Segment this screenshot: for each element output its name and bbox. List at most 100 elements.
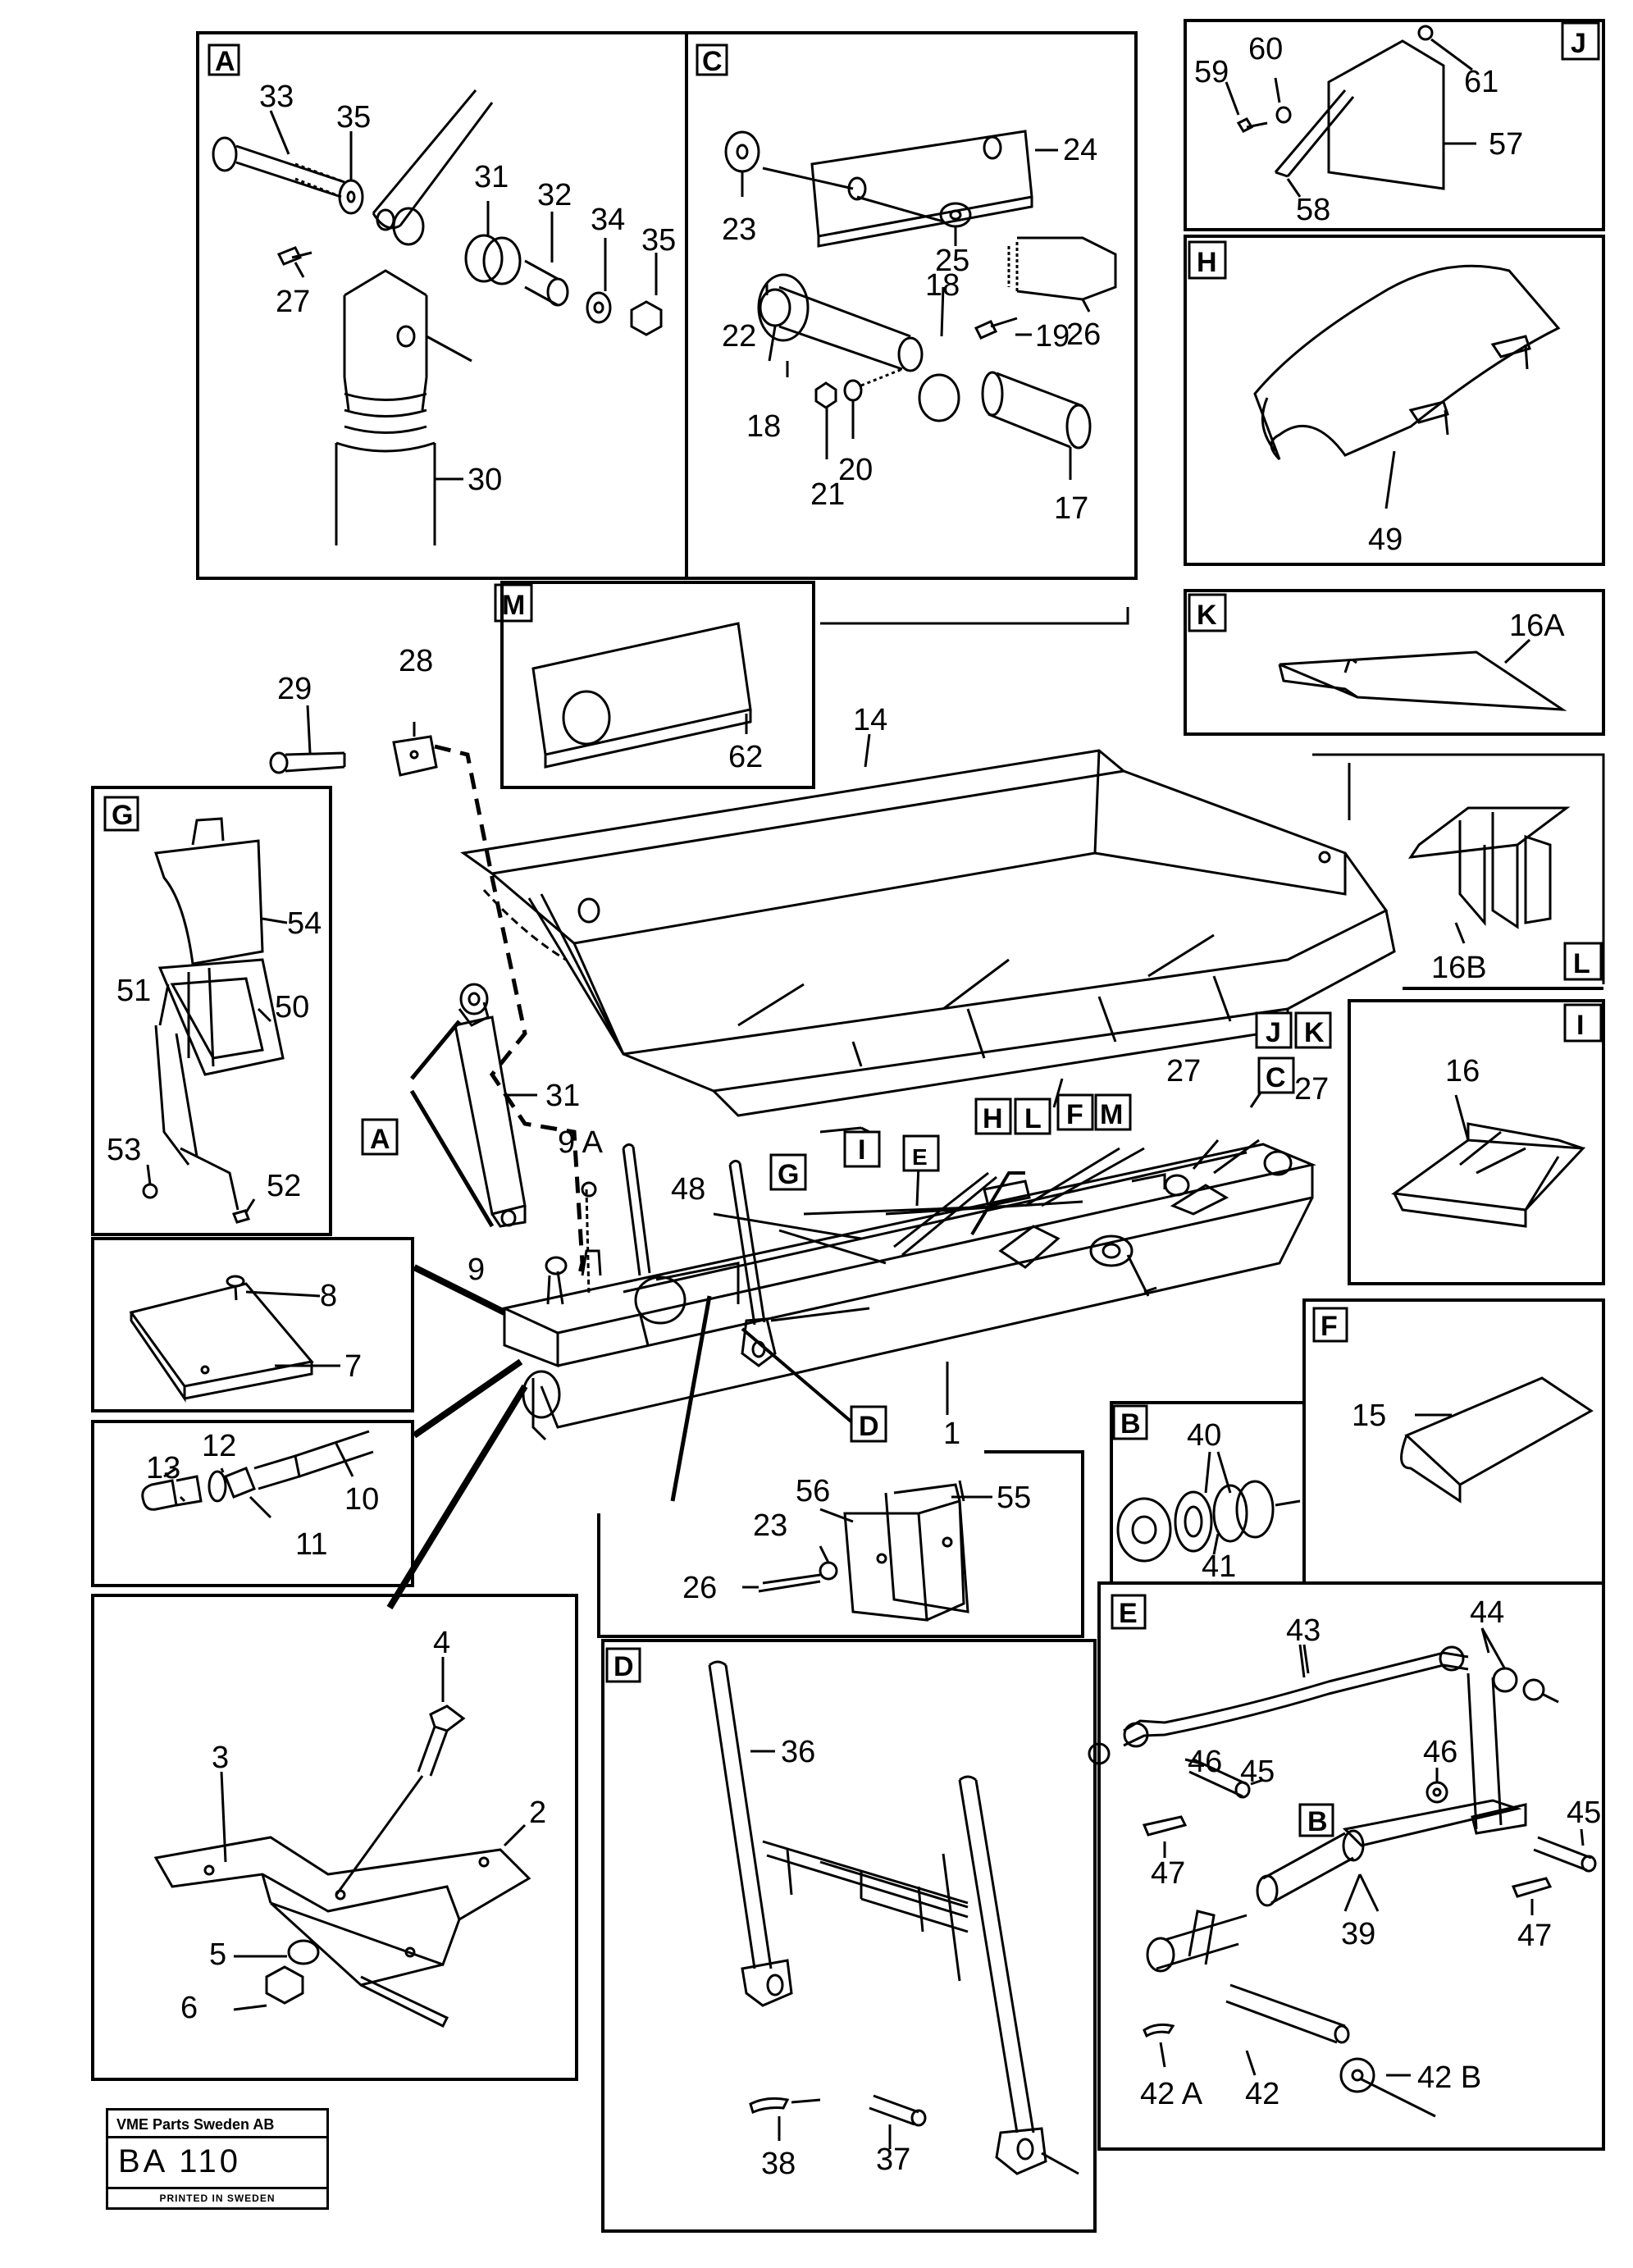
callout-j-57: 57 — [1489, 127, 1523, 162]
callout-g-53: 53 — [107, 1133, 141, 1167]
panel-j-label: J — [1571, 28, 1586, 59]
callout-g-52: 52 — [267, 1169, 301, 1203]
callout-e-42a: 42 A — [1140, 2077, 1203, 2111]
drawing-code: BA 110 — [118, 2143, 242, 2179]
panel-plates-55-56: 56 23 55 26 — [597, 1450, 1084, 1638]
callout-c-21: 21 — [810, 477, 845, 512]
panel-h-label: H — [1197, 247, 1217, 278]
callout-13: 13 — [146, 1451, 180, 1485]
callout-e-47b: 47 — [1517, 1919, 1552, 1953]
callout-j-58: 58 — [1296, 193, 1330, 227]
panel-m: M 62 — [494, 581, 1129, 789]
panel-e-flag-b: B — [1307, 1806, 1328, 1837]
flag-m: M — [1100, 1099, 1123, 1130]
panel-e: E 43 44 46 — [1088, 1581, 1605, 2151]
main-assembly: A C G E H L F M J K I D 29 28 14 31 9 A … — [269, 644, 1396, 1610]
flag-h: H — [983, 1103, 1003, 1134]
panel-c: C 24 23 25 26 — [685, 31, 1138, 580]
panel-g: G 54 51 50 53 52 — [91, 786, 332, 1236]
callout-i-16: 16 — [1445, 1054, 1480, 1088]
flag-i: I — [858, 1134, 865, 1166]
callout-f-15: 15 — [1352, 1399, 1386, 1433]
callout-55: 55 — [997, 1481, 1031, 1515]
callout-m-62: 62 — [728, 740, 763, 774]
title-block: VME Parts Sweden AB BA 110 PRINTED IN SW… — [106, 2108, 329, 2210]
callout-c-25: 25 — [935, 244, 969, 278]
panel-e-label: E — [1119, 1598, 1138, 1629]
flag-f: F — [1066, 1099, 1083, 1130]
callout-e-46a: 46 — [1188, 1745, 1222, 1779]
panel-d: D 36 38 37 — [601, 1639, 1097, 2233]
callout-l-16b: 16B — [1431, 951, 1487, 985]
panel-k-label: K — [1197, 600, 1217, 631]
callout-j-60: 60 — [1248, 32, 1283, 66]
callout-a-31: 31 — [474, 160, 509, 194]
panel-i: I 16 — [1348, 999, 1605, 1285]
callout-a-27: 27 — [276, 285, 310, 319]
panel-d-label: D — [614, 1651, 634, 1682]
callout-10: 10 — [344, 1482, 379, 1517]
panel-j: J 60 59 61 57 58 — [1184, 19, 1605, 231]
callout-j-61: 61 — [1464, 65, 1498, 99]
callout-e-45a: 45 — [1240, 1755, 1275, 1789]
callout-4: 4 — [433, 1626, 450, 1660]
callout-a-34: 34 — [591, 203, 625, 237]
callout-main-29: 29 — [277, 672, 312, 706]
panel-a-label: A — [215, 46, 235, 77]
callout-main-31: 31 — [545, 1079, 580, 1113]
callout-c-19: 19 — [1035, 319, 1070, 354]
flag-a: A — [370, 1124, 390, 1155]
flag-l: L — [1024, 1103, 1042, 1134]
flag-d: D — [859, 1411, 879, 1442]
callout-b-41: 41 — [1202, 1549, 1236, 1584]
panel-i-label: I — [1576, 1010, 1584, 1041]
callout-11: 11 — [295, 1527, 327, 1562]
callout-main-9a: 9 A — [558, 1125, 604, 1160]
callout-j-59: 59 — [1194, 55, 1229, 89]
panel-g-label: G — [112, 800, 133, 831]
callout-main-9: 9 — [468, 1253, 485, 1287]
panel-l: L 16B — [1312, 753, 1605, 990]
panel-c-label: C — [702, 46, 723, 77]
flag-j: J — [1266, 1017, 1281, 1048]
panel-f-label: F — [1321, 1311, 1338, 1342]
callout-23: 23 — [753, 1508, 787, 1543]
callout-b-40: 40 — [1187, 1418, 1221, 1453]
callout-main-1: 1 — [943, 1417, 960, 1451]
callout-12: 12 — [202, 1429, 236, 1463]
panel-plate-7-8: 8 7 — [91, 1237, 414, 1412]
callout-e-39: 39 — [1341, 1917, 1375, 1951]
callout-5: 5 — [209, 1937, 226, 1972]
callout-main-27b: 27 — [1294, 1072, 1329, 1107]
callout-h-49: 49 — [1368, 523, 1403, 557]
panel-a: A 33 35 31 32 34 — [196, 31, 688, 580]
panel-b: B 40 41 — [1110, 1401, 1306, 1585]
flag-g: G — [778, 1159, 799, 1190]
callout-g-54: 54 — [287, 906, 322, 941]
panel-h: H 49 — [1184, 235, 1605, 566]
flag-c: C — [1266, 1062, 1286, 1093]
callout-c-26: 26 — [1066, 317, 1101, 352]
callout-2: 2 — [529, 1796, 546, 1830]
callout-6: 6 — [180, 1991, 198, 2025]
panel-b-label: B — [1120, 1408, 1141, 1440]
callout-c-18b: 18 — [746, 409, 781, 444]
callout-main-14: 14 — [853, 703, 887, 737]
company-name: VME Parts Sweden AB — [108, 2111, 326, 2138]
callout-main-48: 48 — [671, 1172, 705, 1207]
callout-a-35b: 35 — [641, 223, 676, 258]
callout-d-38: 38 — [761, 2147, 796, 2181]
callout-a-33: 33 — [259, 80, 294, 114]
callout-56: 56 — [796, 1474, 830, 1508]
callout-c-20: 20 — [838, 453, 873, 487]
callout-d-37: 37 — [876, 2143, 910, 2177]
callout-g-50: 50 — [275, 990, 309, 1024]
callout-e-46b: 46 — [1423, 1735, 1457, 1769]
callout-k-16a: 16A — [1509, 609, 1565, 643]
panel-bracket-2-6: 4 3 2 5 6 — [91, 1594, 578, 2081]
callout-e-47a: 47 — [1151, 1856, 1185, 1891]
callout-c-23: 23 — [722, 212, 756, 247]
callout-8: 8 — [320, 1279, 337, 1313]
callout-3: 3 — [212, 1741, 229, 1775]
